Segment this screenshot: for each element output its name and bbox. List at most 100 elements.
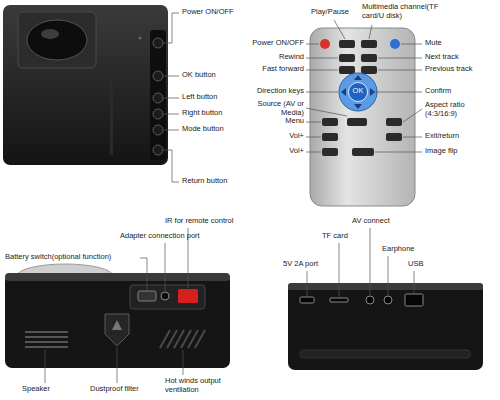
remote-button [322, 118, 338, 126]
top-edge [288, 283, 483, 290]
callout-label: 5V 2A port [283, 260, 338, 269]
leader-line [388, 256, 389, 295]
dustproof-filter [105, 314, 129, 346]
button-label: OK [348, 87, 368, 96]
leader-line [306, 122, 321, 123]
adapter-port [161, 292, 169, 300]
leader-line [163, 13, 179, 43]
leader-line [307, 228, 414, 297]
leader-line [306, 108, 347, 116]
callout-label: Hot winds output ventilation [165, 377, 235, 394]
remote-button [322, 148, 338, 156]
panel-button [153, 109, 163, 119]
remote-button [361, 40, 377, 48]
panel-button [153, 145, 163, 155]
remote-button [386, 118, 402, 126]
remote-control [306, 20, 422, 206]
projector-body [5, 273, 230, 368]
ir-receiver [178, 289, 198, 303]
callout-label: TF card [322, 232, 362, 241]
indicator-led [139, 37, 142, 40]
callout-label: Right button [182, 109, 242, 118]
remote-button [347, 118, 367, 126]
mute-button [390, 39, 400, 49]
leader-line [306, 70, 338, 71]
callout-label: Dustproof filter [90, 385, 160, 394]
leader-line [307, 271, 308, 296]
leader-line [370, 228, 371, 295]
callout-label: Next track [425, 53, 495, 62]
callout-label: Power ON/OFF [234, 39, 304, 48]
remote-button [352, 148, 374, 156]
speaker-grille [25, 336, 68, 338]
leader-line [306, 44, 319, 45]
leader-line [306, 152, 321, 153]
panel-button [153, 71, 163, 81]
top-edge [5, 273, 230, 281]
callout-label: Confirm [425, 87, 485, 96]
leader-line [117, 347, 118, 383]
direction-pad [354, 75, 362, 80]
power-button [320, 39, 330, 49]
leader-line [378, 58, 422, 59]
remote-button [322, 40, 402, 156]
ventilation-slots [160, 330, 205, 348]
panel-button [153, 93, 163, 103]
lens-housing [18, 12, 96, 68]
speaker-grille [25, 341, 68, 343]
av-jack [366, 296, 374, 304]
lens [27, 20, 87, 60]
filter-arrow [112, 320, 122, 330]
direction-pad [354, 104, 362, 109]
leader-line [163, 114, 179, 115]
callout-label: AV connect [352, 217, 412, 226]
direction-pad [341, 88, 346, 96]
leader-line [369, 25, 372, 39]
leader-line [306, 92, 338, 93]
leader-line [378, 70, 422, 71]
remote-button [339, 66, 355, 74]
callout-label: IR for remote control [165, 217, 260, 226]
leader-line [140, 258, 147, 290]
leader-line [45, 228, 188, 383]
leader-line [375, 152, 422, 153]
leader-line [163, 13, 179, 182]
leader-line [306, 137, 321, 138]
remote-body [310, 28, 415, 206]
panel-button [153, 38, 163, 48]
port-panel [130, 285, 205, 309]
callout-label: OK button [182, 71, 242, 80]
leader-line [163, 150, 179, 182]
projector-body [3, 5, 168, 165]
callout-label: Speaker [22, 385, 72, 394]
callout-label: Source (AV or Media) [250, 100, 304, 117]
leader-line [414, 271, 415, 293]
leader-line [401, 44, 422, 45]
vent-strip [300, 350, 470, 358]
callout-label: Fast forward [234, 65, 304, 74]
callout-label: Aspect ratio (4:3/16:9) [425, 101, 493, 118]
callout-label: USB [408, 260, 448, 269]
leader-line [165, 243, 166, 291]
direction-pad [349, 83, 368, 102]
projector-body [288, 283, 483, 370]
button-strip [150, 30, 166, 160]
callout-label: Earphone [382, 245, 432, 254]
callout-label: Exit/return [425, 132, 490, 141]
battery-switch [138, 291, 156, 301]
leader-line [369, 92, 422, 93]
leader-line [403, 137, 422, 138]
leader-line [334, 20, 345, 39]
callout-label: Battery switch(optional function) [5, 253, 140, 262]
callout-label: Play/Pause [305, 8, 355, 17]
earphone-jack [384, 296, 392, 304]
callout-label: Mode button [182, 125, 242, 134]
callout-label: Direction keys [230, 87, 304, 96]
leader-line [45, 350, 46, 383]
callout-label: Vol+ [234, 147, 304, 156]
remote-button [339, 40, 355, 48]
remote-button [322, 133, 338, 141]
speaker-grille [25, 332, 68, 347]
speaker-grille [25, 331, 68, 333]
